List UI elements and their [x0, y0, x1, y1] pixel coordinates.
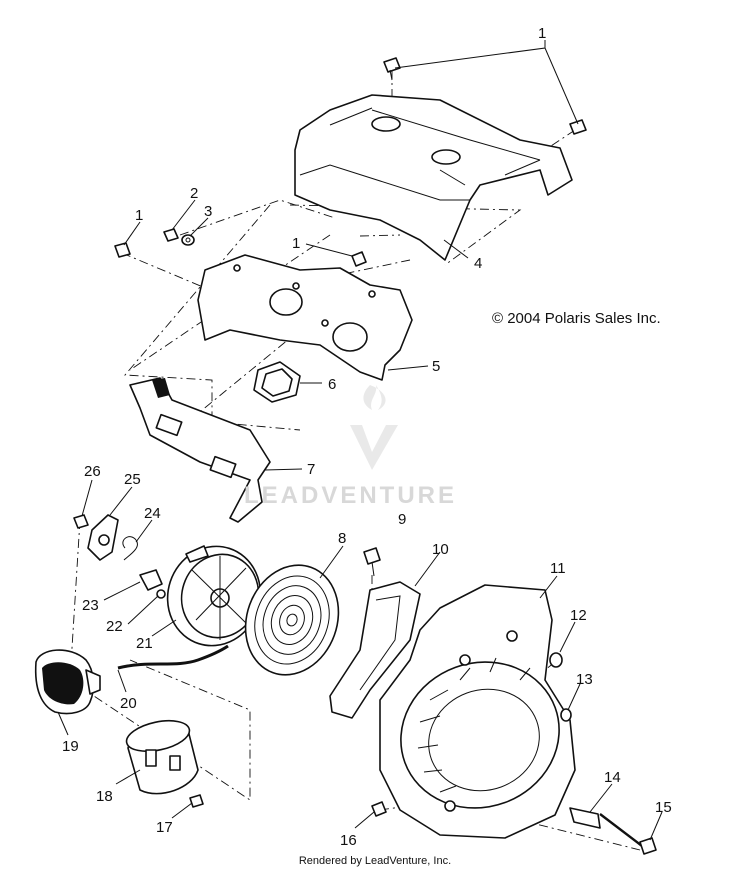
watermark-text: LEADVENTURE [244, 482, 458, 509]
cup-bolt [189, 794, 204, 808]
fan-housing [379, 584, 576, 839]
hex-bolt-right [569, 119, 587, 135]
starter-rope [117, 644, 229, 670]
callout-8: 8 [338, 530, 346, 547]
callout-16: 16 [340, 832, 357, 849]
callout-20: 20 [120, 695, 137, 712]
callout-3: 3 [204, 203, 212, 220]
recoil-spring [244, 564, 340, 676]
callout-1-center: 1 [292, 235, 300, 252]
starter-handle [34, 649, 101, 715]
friction-plate [87, 514, 119, 561]
leader-lines [57, 40, 663, 841]
callout-23: 23 [82, 597, 99, 614]
flange-nut [73, 514, 89, 529]
callout-2: 2 [190, 185, 198, 202]
callout-10: 10 [432, 541, 449, 558]
friction-spring [122, 536, 138, 561]
callout-24: 24 [144, 505, 161, 522]
callout-numbers: 1 1 1 2 3 4 5 6 7 8 9 10 11 12 13 14 15 … [62, 25, 672, 849]
rear-mounting-plate [197, 254, 413, 381]
mount-bolt [363, 547, 381, 577]
callout-1-top: 1 [538, 25, 546, 42]
long-bolt [599, 813, 657, 855]
callout-12: 12 [570, 607, 587, 624]
callout-14: 14 [604, 769, 621, 786]
housing-nut [371, 801, 387, 817]
callout-11: 11 [550, 560, 566, 577]
lower-mounting-bracket [129, 377, 271, 523]
callout-18: 18 [96, 788, 113, 805]
callout-1-left: 1 [135, 207, 143, 224]
recoil-reel [166, 545, 262, 647]
callout-15: 15 [655, 799, 672, 816]
callout-5: 5 [432, 358, 440, 375]
callout-6: 6 [328, 376, 336, 393]
footer-credit: Rendered by LeadVenture, Inc. [298, 855, 452, 867]
starter-cup [125, 719, 199, 795]
callout-21: 21 [136, 635, 153, 652]
callout-26: 26 [84, 463, 101, 480]
rivet [560, 708, 572, 722]
hex-bolt-top [383, 57, 401, 81]
leadventure-watermark-logo [350, 385, 398, 470]
callout-9: 9 [398, 511, 406, 528]
ratchet-pawl [139, 569, 163, 591]
starter-mount-bracket [329, 581, 421, 719]
copyright-notice: © 2004 Polaris Sales Inc. [492, 310, 661, 327]
callout-7: 7 [307, 461, 315, 478]
callout-4: 4 [474, 255, 482, 272]
callout-13: 13 [576, 671, 593, 688]
callout-25: 25 [124, 471, 141, 488]
bracket-clip [569, 807, 601, 829]
callout-17: 17 [156, 819, 173, 836]
callout-19: 19 [62, 738, 79, 755]
upper-shroud-cover [294, 94, 573, 261]
washer [181, 234, 195, 246]
rubber-grommet [549, 652, 563, 668]
callout-22: 22 [106, 618, 123, 635]
pawl-spring [156, 589, 166, 599]
gasket [253, 361, 301, 403]
hex-nut [163, 228, 179, 242]
hex-bolt-center [351, 251, 367, 267]
hex-bolt-left [114, 242, 131, 258]
